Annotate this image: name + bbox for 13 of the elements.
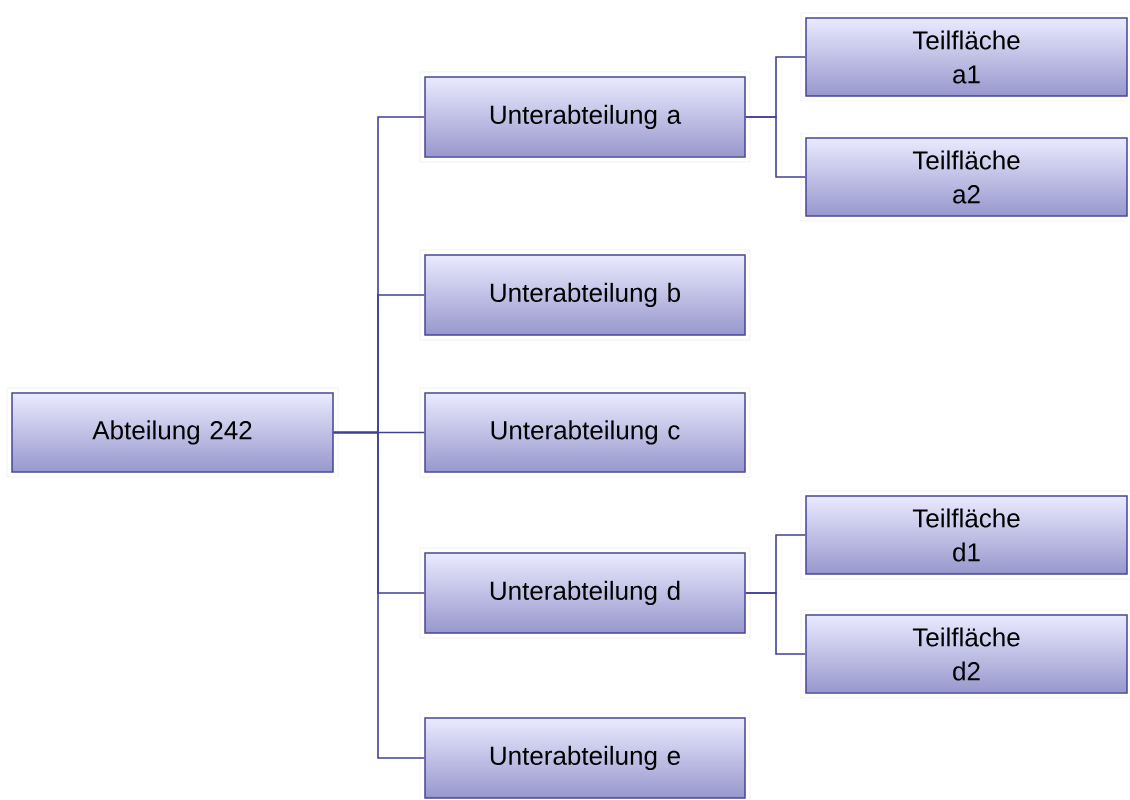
box: Unterabteilung d — [419, 547, 751, 639]
connector — [332, 431, 426, 759]
box: Teilfläche a1 — [800, 12, 1130, 102]
box: Unterabteilung b — [419, 249, 751, 341]
box: Abteilung 242 — [6, 387, 339, 478]
connector — [744, 592, 807, 655]
box: Teilfläche d2 — [800, 609, 1130, 699]
box: Teilfläche d1 — [800, 490, 1130, 580]
box: Unterabteilung c — [419, 387, 751, 478]
box: Teilfläche a2 — [800, 132, 1130, 222]
box: Unterabteilung e — [419, 712, 751, 800]
connector — [744, 116, 807, 178]
box: Unterabteilung a — [419, 71, 751, 163]
